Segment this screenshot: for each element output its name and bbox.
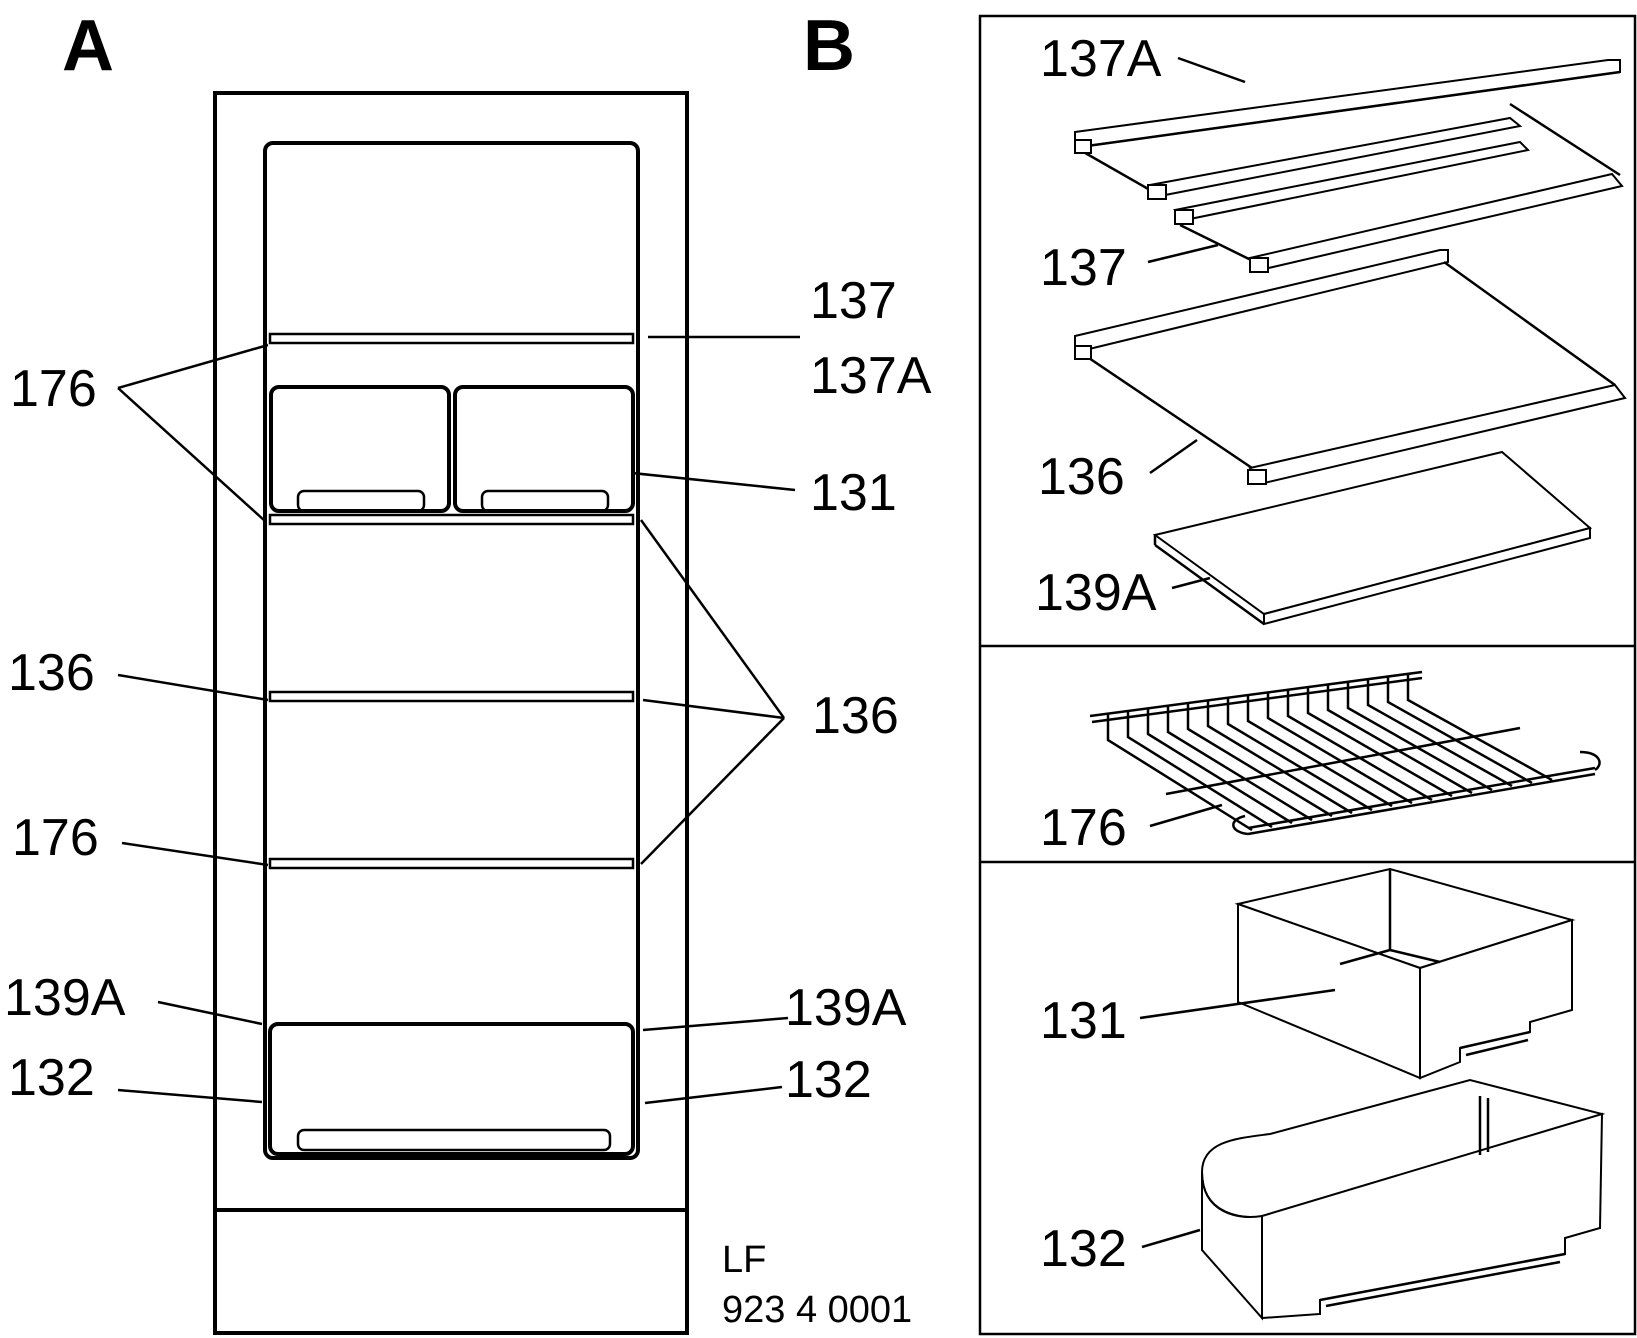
label-176-low: 176 [12, 809, 99, 867]
leader-176-low [121, 841, 269, 867]
leader-136-right-a [639, 519, 786, 719]
label-b-137: 137 [1040, 239, 1127, 297]
label-137: 137 [810, 272, 897, 330]
label-b-136: 136 [1038, 448, 1125, 506]
part-139a-glass-plate [1152, 450, 1593, 626]
shelf-176-lower [268, 857, 635, 870]
label-b-139a: 139A [1035, 564, 1157, 622]
leader-136-right-c [640, 717, 785, 865]
leader-132-left [117, 1088, 263, 1104]
leader-136-right-b [642, 698, 785, 720]
drawer-132 [268, 1022, 635, 1156]
drawing-code-line2: 923 4 0001 [722, 1289, 912, 1331]
label-b-176: 176 [1040, 799, 1127, 857]
drawing-code-line1: LF [722, 1239, 766, 1281]
shelf-136-upper [268, 513, 635, 526]
label-136-right: 136 [812, 687, 899, 745]
leader-131 [631, 471, 796, 492]
leader-b-132 [1141, 1228, 1201, 1249]
label-132-right: 132 [785, 1051, 872, 1109]
drawer-132-handle [296, 1128, 612, 1152]
label-b-137a: 137A [1040, 30, 1162, 88]
leader-139a-left [157, 1000, 263, 1026]
leader-176-top-a [117, 343, 269, 390]
leader-139a-right [642, 1016, 789, 1032]
label-176-top: 176 [10, 360, 97, 418]
leader-b-176 [1149, 803, 1223, 828]
drawer-131-left-handle [296, 489, 426, 513]
label-136-left: 136 [8, 644, 95, 702]
leader-132-right [644, 1085, 783, 1105]
leader-b-136 [1149, 438, 1198, 475]
label-b-131: 131 [1040, 992, 1127, 1050]
shelf-137 [268, 332, 635, 345]
part-132-drawer [1200, 1078, 1606, 1321]
leader-b-137 [1147, 243, 1219, 264]
leader-176-top-b [117, 387, 266, 522]
panel-a-title: A [62, 6, 114, 86]
part-176-wire-rack [1089, 670, 1601, 836]
leader-b-137a [1177, 56, 1246, 84]
plate-139a-edge [1263, 526, 1591, 626]
interior-outline [263, 141, 640, 1160]
shelf-136-middle [268, 690, 635, 703]
panel-b-title: B [803, 6, 855, 86]
label-132-left: 132 [8, 1049, 95, 1107]
part-137-split-shelf [1074, 59, 1624, 273]
label-131: 131 [810, 464, 897, 522]
rack-bars [1106, 674, 1553, 832]
part-131-drawer [1234, 867, 1576, 1080]
leader-136-left [117, 673, 269, 702]
label-137a: 137A [810, 347, 932, 405]
label-b-132: 132 [1040, 1220, 1127, 1278]
panel-a: A 176 137 [4, 6, 932, 1335]
panel-b: B [803, 6, 1637, 1336]
part-136-glass-shelf [1074, 249, 1627, 486]
rack-front-wire [1247, 766, 1596, 830]
leader-b-139a [1171, 576, 1211, 590]
drawer-131-right-handle [480, 489, 610, 513]
panel-b-frame [978, 14, 1637, 1336]
rack-back-wire [1089, 670, 1423, 718]
leader-b-131 [1139, 988, 1336, 1020]
label-139a-right: 139A [785, 979, 907, 1037]
label-139a-left: 139A [4, 969, 126, 1027]
cabinet-outline [213, 91, 689, 1335]
